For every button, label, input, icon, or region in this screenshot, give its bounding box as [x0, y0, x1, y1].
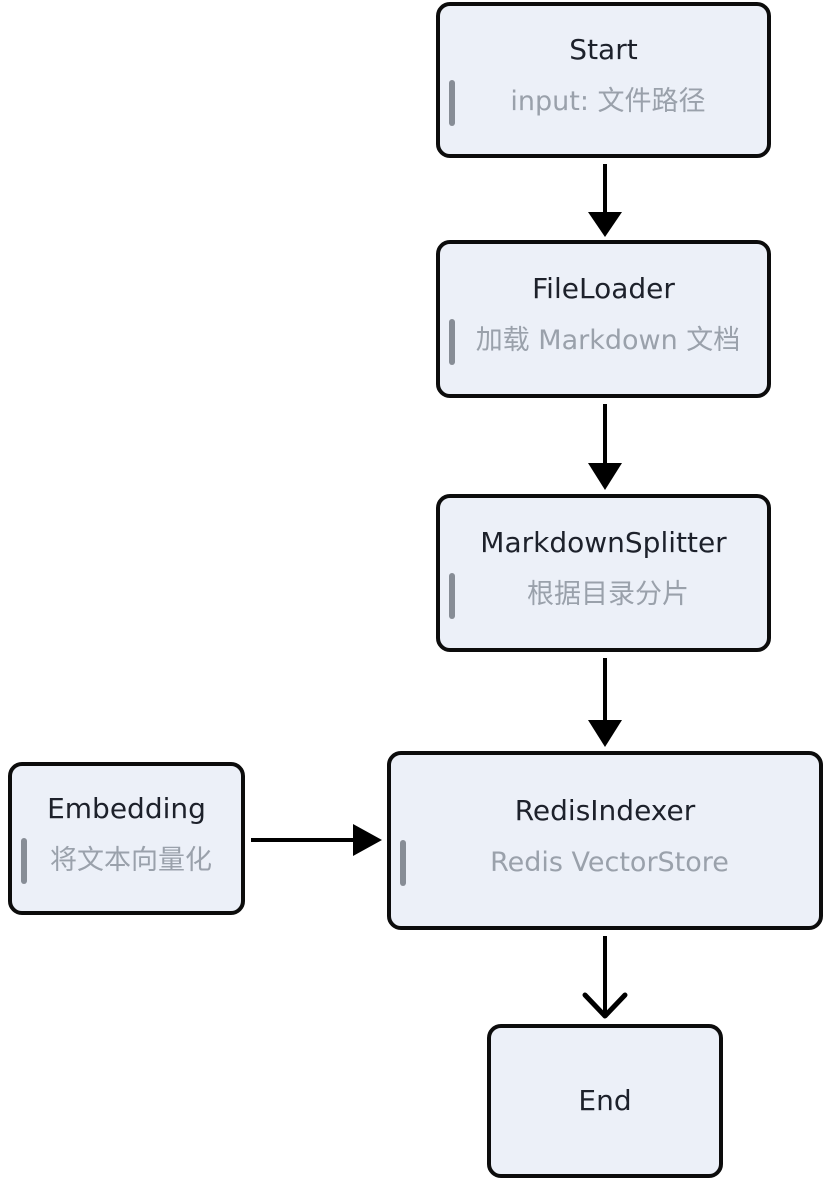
node-title: Embedding [47, 791, 206, 825]
node-subtitle: input: 文件路径 [510, 86, 706, 118]
arrowhead-right-icon [353, 824, 382, 856]
quote-bar-icon [400, 840, 406, 887]
node-subtitle: 将文本向量化 [50, 844, 212, 876]
node-title: FileLoader [532, 272, 675, 306]
quote-bar-icon [449, 572, 455, 619]
node-subtitle: 加载 Markdown 文档 [475, 325, 741, 357]
node-title: MarkdownSplitter [480, 526, 727, 560]
edge-markdownsplitter-to-redisindexer [588, 658, 622, 747]
quote-bar-icon [449, 318, 455, 365]
edge-fileloader-to-markdownsplitter [588, 404, 622, 490]
arrowhead-chevron-down-icon [582, 992, 628, 1019]
edge-start-to-fileloader [588, 164, 622, 237]
node-title: End [578, 1083, 632, 1117]
node-subtitle-row: input: 文件路径 [440, 79, 767, 126]
edge-embedding-to-redisindexer [251, 824, 382, 856]
node-fileloader: FileLoader 加载 Markdown 文档 [436, 240, 771, 398]
arrowhead-down-icon [588, 212, 622, 237]
quote-bar-icon [21, 838, 27, 885]
node-end: End [487, 1024, 723, 1178]
node-embedding: Embedding 将文本向量化 [8, 762, 245, 915]
node-subtitle: Redis VectorStore [490, 846, 729, 878]
node-title: Start [569, 33, 638, 67]
node-start: Start input: 文件路径 [436, 2, 771, 158]
node-subtitle-row: Redis VectorStore [391, 840, 819, 887]
node-subtitle-row: 将文本向量化 [12, 838, 241, 885]
edge-redisindexer-to-end [582, 936, 628, 1019]
node-subtitle-row: 加载 Markdown 文档 [440, 318, 767, 365]
arrowhead-down-icon [588, 463, 622, 490]
arrowhead-down-icon [588, 720, 622, 747]
node-markdownsplitter: MarkdownSplitter 根据目录分片 [436, 494, 771, 652]
quote-bar-icon [449, 79, 455, 126]
node-redisindexer: RedisIndexer Redis VectorStore [387, 751, 823, 930]
node-title: RedisIndexer [514, 793, 696, 827]
node-subtitle-row: 根据目录分片 [440, 572, 767, 619]
node-subtitle: 根据目录分片 [527, 579, 689, 611]
